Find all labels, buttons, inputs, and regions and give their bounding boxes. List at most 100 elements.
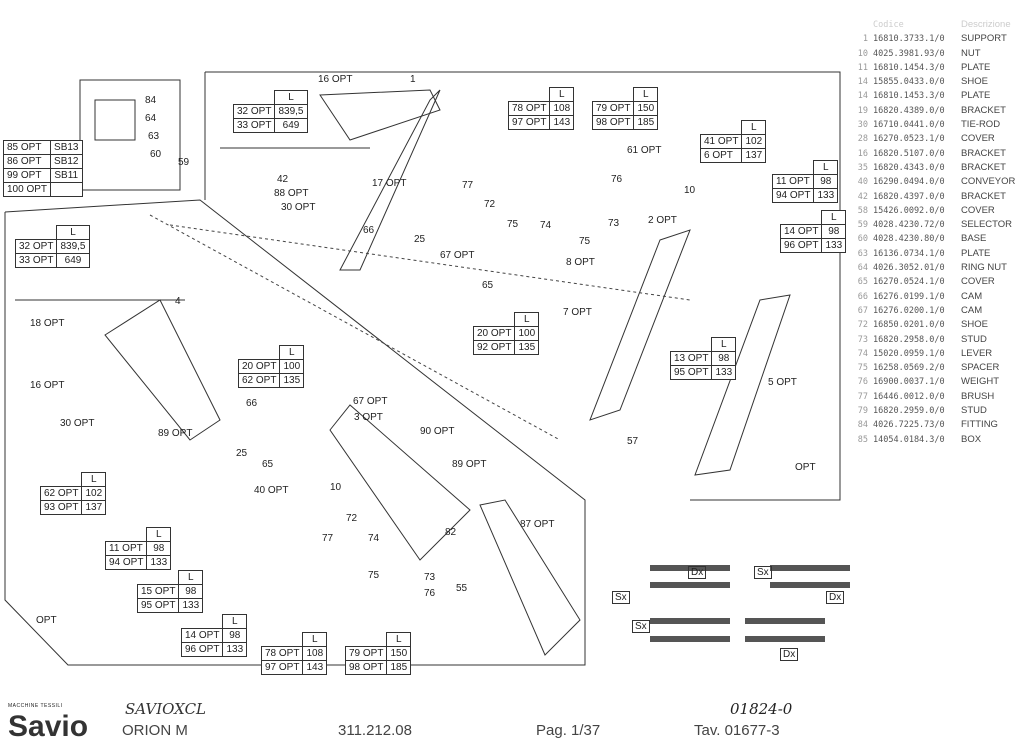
length-header: L [711,337,737,352]
part-description: BRACKET [961,190,1006,202]
part-number: 19 [857,105,868,116]
part-code: 16820.5107.0/0 [873,148,945,159]
length-value: 839,5 [56,239,90,254]
length-header: L [821,210,847,225]
length-value: 137 [741,148,767,163]
length-value [50,182,83,197]
part-code: 4026.3052.01/0 [873,263,945,274]
length-value: SB13 [50,140,83,155]
part-code: 16136.0734.1/0 [873,248,945,259]
part-callout: 84 [145,95,157,106]
part-number: 30 [857,120,868,131]
length-header: L [279,345,305,360]
part-code: 16820.4397.0/0 [873,191,945,202]
length-value: 98 [222,628,248,643]
page-number: Pag. 1/37 [536,722,601,739]
part-number: 79 [857,406,868,417]
part-callout: 25 [414,234,426,245]
length-value: 150 [633,101,659,116]
length-header: L [514,312,540,327]
length-value: SB11 [50,168,83,183]
table-number: Tav. 01677-3 [694,722,780,739]
part-number: 73 [857,334,868,345]
part-callout: 73 [424,572,436,583]
option-code: 85 OPT [2,140,52,155]
part-callout: 76 [611,174,623,185]
length-header: L [741,120,767,135]
length-value: 98 [711,351,737,366]
option-code: 79 OPT [344,646,388,661]
part-callout: 74 [540,220,552,231]
option-code: 33 OPT [232,118,276,133]
length-value: 100 [514,326,540,341]
length-value: 135 [279,373,305,388]
parts-header-desc: Descrizione [961,19,1011,30]
dx-label: Dx [780,648,799,661]
length-value: 108 [302,646,328,661]
length-header: L [178,570,204,585]
part-callout: 75 [368,570,380,581]
length-value: 133 [146,555,172,570]
part-callout: 30 OPT [281,202,316,213]
length-value: 133 [813,188,839,203]
part-callout: 16 OPT [30,380,65,391]
part-description: PLATE [961,247,991,259]
option-code: 11 OPT [771,174,815,189]
length-value: 98 [178,584,204,599]
length-header: L [81,472,107,487]
part-code: 16850.0201.0/0 [873,320,945,331]
length-header: L [549,87,575,102]
length-header: L [813,160,839,175]
part-callout: 89 OPT [452,459,487,470]
part-callout: 75 [579,236,591,247]
part-number: 10 [857,48,868,59]
length-header: L [274,90,308,105]
part-description: CAM [961,304,983,316]
part-description: SHOE [961,76,988,88]
part-callout: 16 OPT [318,74,353,85]
part-code: 4028.4230.72/0 [873,220,945,231]
option-code: 99 OPT [2,168,52,183]
option-code: 98 OPT [591,115,635,130]
length-value: 135 [514,340,540,355]
part-number: 28 [857,134,868,145]
option-code: 15 OPT [136,584,180,599]
length-value: 98 [813,174,839,189]
part-description: SPACER [961,362,1000,374]
part-number: 85 [857,434,868,445]
length-value: 98 [821,224,847,239]
length-header: L [222,614,248,629]
length-value: 185 [386,660,412,675]
part-callout: 64 [145,113,157,124]
part-code: 4025.3981.93/0 [873,48,945,59]
part-description: STUD [961,333,987,345]
part-description: CAM [961,290,983,302]
option-code: 32 OPT [232,104,276,119]
length-header: L [386,632,412,647]
length-value: 150 [386,646,412,661]
part-description: COVER [961,276,995,288]
part-description: SHOE [961,319,988,331]
option-code: 78 OPT [507,101,551,116]
option-code: 11 OPT [104,541,148,556]
part-callout: 75 [507,219,519,230]
part-code: 16270.0523.1/0 [873,134,945,145]
option-code: 95 OPT [136,598,180,613]
part-callout: OPT [795,462,816,473]
sx-label: Sx [754,566,772,579]
brand-subtitle: MACCHINE TESSILI [8,703,63,709]
